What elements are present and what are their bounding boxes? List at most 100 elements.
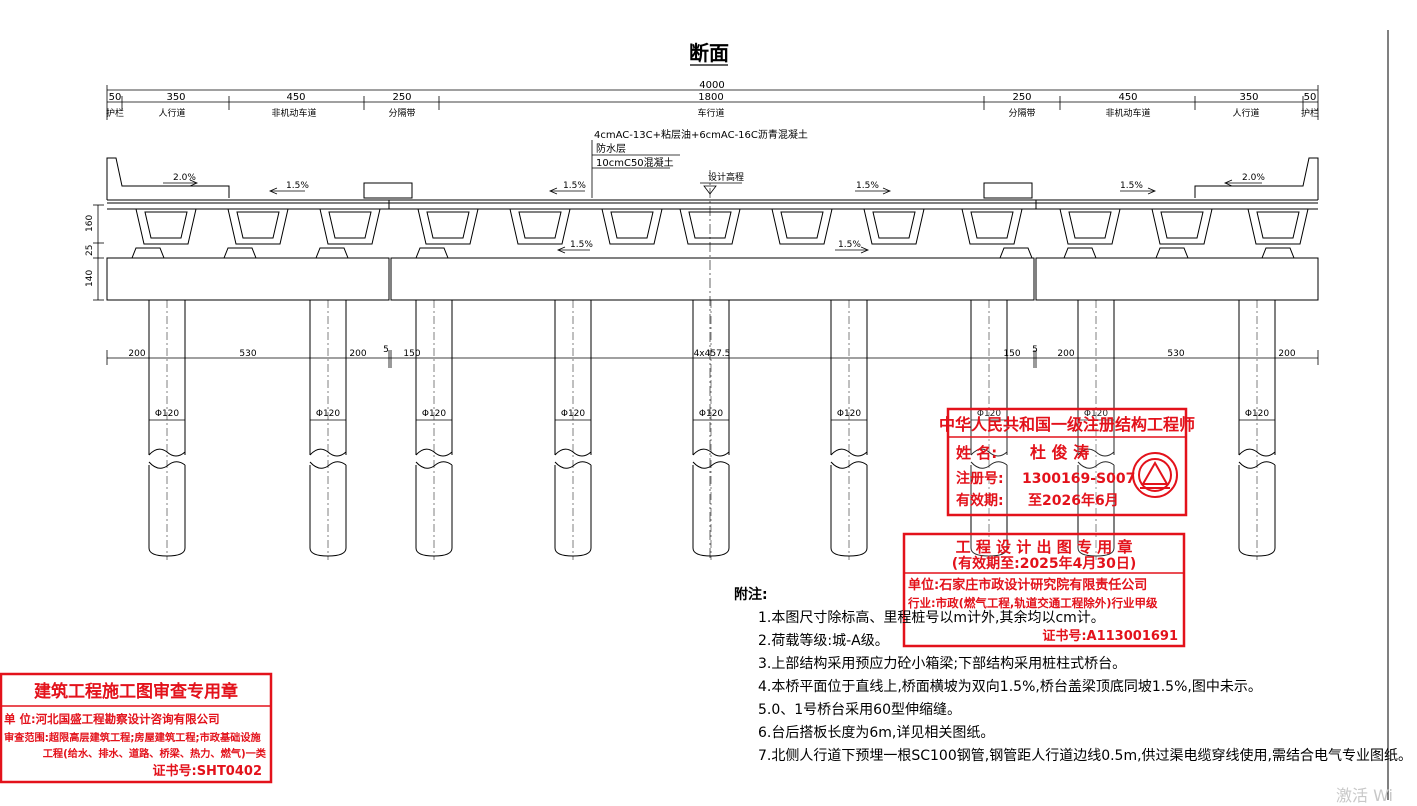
box-girders [135, 208, 1309, 245]
pier-caps [106, 247, 1319, 301]
slope-right-bike: 1.5% [1120, 181, 1143, 191]
slope-left-bike: 1.5% [286, 181, 309, 191]
dim-left-2: 25 [85, 245, 95, 256]
box-girder [135, 208, 197, 245]
piles [148, 300, 1276, 560]
box-girder [509, 208, 571, 245]
engineer-valid-label: 有效期: [956, 492, 1004, 509]
note-item-3: 3.上部结构采用预应力砼小箱梁;下部结构采用桩柱式桥台。 [758, 656, 1127, 672]
pile-shaft-lower [309, 465, 347, 548]
slope-left-road: 1.5% [563, 181, 586, 191]
box-girder-void [688, 211, 732, 239]
zone-label-5: 车行道 [697, 107, 724, 119]
review-seal-header: 建筑工程施工图审查专用章 [34, 681, 238, 702]
dim-bottom-6: 4x457.5 [694, 349, 731, 359]
notes-block: 附注: 1.本图尺寸除标高、里程桩号以m计外,其余均以cm计。 2.荷载等级:城… [734, 584, 1412, 768]
notes-title: 附注: [734, 587, 768, 603]
pile-label-3: Φ120 [422, 409, 447, 419]
review-seal: 建筑工程施工图审查专用章 单 位:河北国盛工程勘察设计咨询有限公司 审查范围:超… [0, 672, 273, 784]
slope-right-walk: 2.0% [1242, 173, 1265, 183]
layer-text-3: 10cmC50混凝土 [596, 156, 674, 169]
pile-shaft-lower [554, 465, 592, 548]
zone-label-6: 分隔带 [1008, 108, 1035, 119]
box-girder [961, 208, 1023, 245]
box-girder-void [328, 211, 372, 239]
pile-label-1: Φ120 [155, 409, 180, 419]
box-girder-void [1160, 211, 1204, 239]
engineer-seal: 中华人民共和国一级注册结构工程师 姓 名: 杜 俊 涛 注册号: 1300169… [939, 407, 1195, 517]
left-dimensions [93, 204, 104, 301]
dim-bottom-7: 150 [1003, 349, 1020, 359]
review-seal-scope-2: 工程(给水、排水、道路、桥梁、热力、燃气)一类 [43, 747, 267, 760]
dim-seg-2: 350 [166, 92, 185, 103]
slope-right-road: 1.5% [856, 181, 879, 191]
pile-shaft-lower [1238, 465, 1276, 548]
dim-bottom-4: 5 [383, 345, 389, 355]
box-girder-void [1256, 211, 1300, 239]
note-item-6: 6.台后搭板长度为6m,详见相关图纸。 [758, 725, 995, 741]
box-girder [601, 208, 663, 245]
design-seal-unit: 单位:石家庄市政设计研究院有限责任公司 [908, 577, 1147, 593]
box-girder [771, 208, 833, 245]
layer-text-1: 4cmAC-13C+粘层油+6cmAC-16C沥青混凝土 [594, 128, 808, 141]
top-dimensions [106, 85, 1319, 120]
dim-seg-8: 350 [1239, 92, 1258, 103]
dim-seg-4: 250 [392, 92, 411, 103]
review-seal-cert: 证书号:SHT0402 [153, 763, 263, 779]
pile-shaft [1077, 300, 1115, 455]
zone-label-8: 人行道 [1232, 107, 1259, 119]
note-item-5: 5.0、1号桥台采用60型伸缩缝。 [758, 702, 961, 718]
box-girder [863, 208, 925, 245]
dim-seg-1: 50 [109, 92, 122, 103]
pile-label-9: Φ120 [1245, 409, 1270, 419]
box-girder-void [970, 211, 1014, 239]
dim-bottom-5: 150 [403, 349, 420, 359]
box-girder [1059, 208, 1121, 245]
design-seal-industry: 行业:市政(燃气工程,轨道交通工程除外)行业甲级 [907, 596, 1158, 610]
dim-seg-3: 450 [286, 92, 305, 103]
engineer-name-value: 杜 俊 涛 [1030, 443, 1089, 462]
pile-shaft [830, 300, 868, 455]
dim-bottom-1: 200 [128, 349, 145, 359]
box-girder [319, 208, 381, 245]
slope-arrows [163, 179, 1262, 254]
engineer-valid-value: 至2026年6月 [1028, 492, 1119, 509]
design-seal-cert: 证书号:A113001691 [1042, 628, 1178, 644]
note-item-7: 7.北侧人行道下预埋一根SC100钢管,钢管距人行道边线0.5m,供过渠电缆穿线… [758, 748, 1412, 764]
zone-label-2: 人行道 [158, 107, 185, 119]
pile-shaft [309, 300, 347, 455]
pile-label-6: Φ120 [837, 409, 862, 419]
layer-text-2: 防水层 [596, 142, 626, 155]
box-girder-void [872, 211, 916, 239]
pile-shaft [415, 300, 453, 455]
note-item-1: 1.本图尺寸除标高、里程桩号以m计外,其余均以cm计。 [758, 610, 1105, 626]
slope-cap-right: 1.5% [838, 240, 861, 250]
elevation-triangle-icon [703, 185, 717, 195]
engineer-seal-header: 中华人民共和国一级注册结构工程师 [939, 415, 1195, 434]
note-item-2: 2.荷载等级:城-A级。 [758, 633, 889, 649]
dim-bottom-2: 530 [239, 349, 256, 359]
pile-shaft [1238, 300, 1276, 455]
box-girder-void [426, 211, 470, 239]
pile-label-4: Φ120 [561, 409, 586, 419]
pile-label-5: Φ120 [699, 409, 724, 419]
engineer-reg-value: 1300169-S007 [1022, 471, 1135, 487]
pile-label-2: Φ120 [316, 409, 341, 419]
box-girder-void [518, 211, 562, 239]
pile-shaft [554, 300, 592, 455]
dim-left-1: 160 [85, 215, 95, 232]
engineer-reg-label: 注册号: [956, 470, 1004, 487]
dim-bottom-10: 530 [1167, 349, 1184, 359]
box-girder-void [144, 211, 188, 239]
design-elevation-label: 设计高程 [708, 171, 744, 183]
pile-shaft [970, 300, 1008, 455]
box-girder [1247, 208, 1309, 245]
pile-shaft-lower [830, 465, 868, 548]
pile-shaft-lower [148, 465, 186, 548]
dim-left-3: 140 [85, 270, 95, 287]
slope-cap-left: 1.5% [570, 240, 593, 250]
zone-label-4: 分隔带 [388, 108, 415, 119]
dim-bottom-11: 200 [1278, 349, 1295, 359]
dim-seg-6: 250 [1012, 92, 1031, 103]
